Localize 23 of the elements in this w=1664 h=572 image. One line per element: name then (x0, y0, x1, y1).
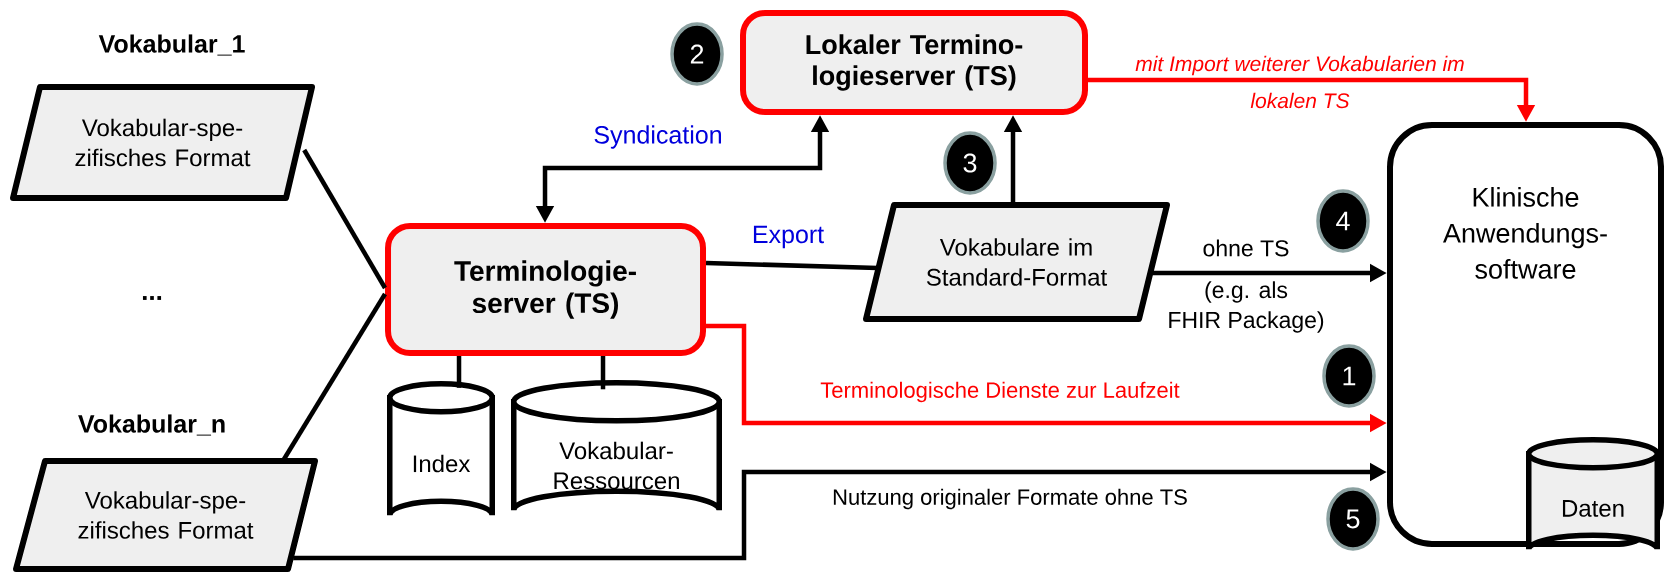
database-cylinder: Daten (1526, 437, 1660, 552)
data-parallelogram: Vokabular-spe- zifisches Format (10, 84, 315, 201)
edge-label: Syndication (594, 125, 721, 149)
edge-label: Terminologische Dienste zur Laufzeit (820, 381, 1180, 403)
ellipsis-text: ... (142, 296, 162, 300)
database-cylinder: Index (387, 381, 495, 518)
callout-number: 4 (1316, 189, 1370, 253)
database-cylinder: Vokabular- Ressourcen (511, 380, 722, 513)
server-box: Lokaler Termino- logieserver (TS) (740, 10, 1088, 115)
note-text: (e.g. als FHIR Package) (1169, 281, 1324, 333)
vocabulary-heading: Vokabular_n (78, 414, 225, 436)
edge-label: Nutzung originaler Formate ohne TS (833, 488, 1187, 510)
callout-number: 3 (943, 131, 997, 195)
server-box: Terminologie- server (TS) (385, 223, 706, 356)
data-parallelogram: Vokabular-spe- zifisches Format (13, 458, 318, 572)
edge-label: mit Import weiterer Vokabularien im lokalen TS (1135, 55, 1464, 109)
callout-number: 1 (1322, 344, 1376, 408)
edge-label: ohne TS (1203, 239, 1289, 257)
edge-label: Export (753, 225, 824, 249)
data-parallelogram: Vokabulare im Standard-Format (863, 202, 1170, 322)
callout-number: 5 (1326, 487, 1380, 551)
vocabulary-heading: Vokabular_1 (98, 34, 245, 56)
callout-number: 2 (670, 22, 724, 86)
